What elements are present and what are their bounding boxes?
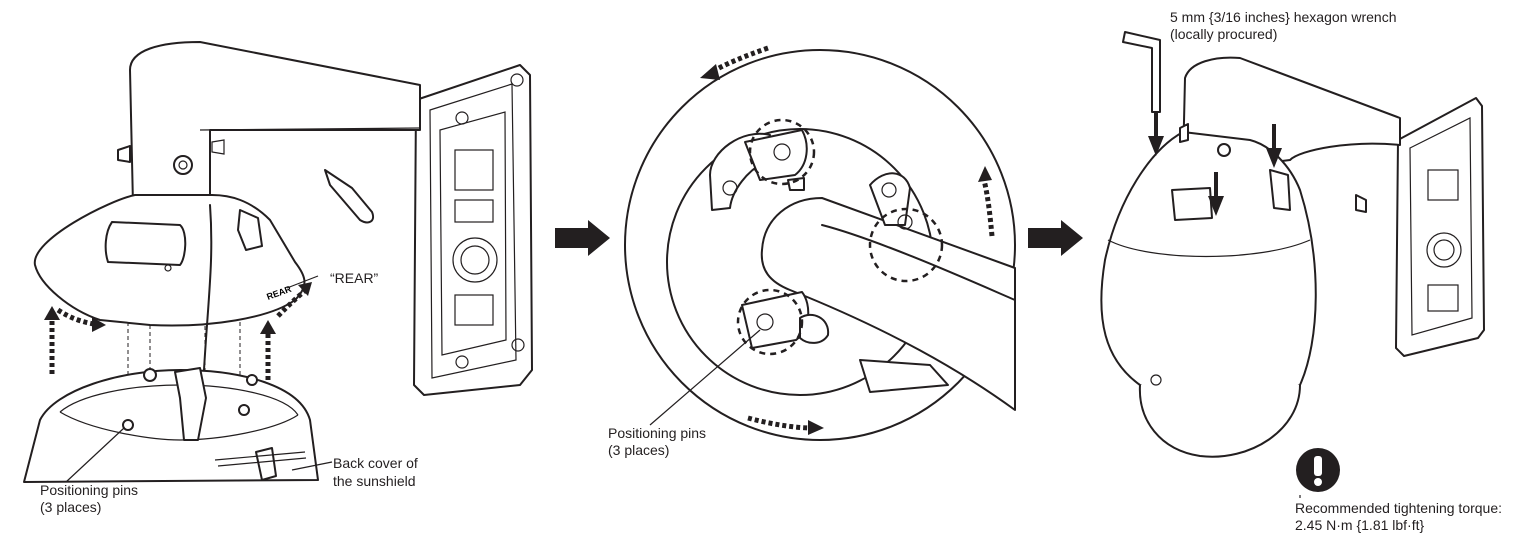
step1-camera-base: [23, 367, 319, 483]
step3-mount-bracket: [1395, 97, 1485, 357]
step1-rear-label: “REAR”: [330, 270, 379, 286]
step3-screw-arrows: [1148, 112, 1282, 216]
step1-back-cover-label-line1: Back cover of: [333, 455, 418, 471]
step1-back-cover-label-line2: the sunshield: [333, 473, 416, 489]
right-arrow-icon: [1028, 220, 1083, 256]
step3-wrench-label-line1: 5 mm {3/16 inches} hexagon wrench: [1170, 9, 1397, 25]
step3-torque-label-line2: 2.45 N·m {1.81 lbf·ft}: [1295, 517, 1425, 533]
step2-arm: [760, 197, 1016, 411]
step2-pin-highlights: [736, 118, 944, 356]
step1-pins-label-line2: (3 places): [40, 499, 102, 515]
step2-leaders: [649, 329, 761, 426]
right-arrow-icon: [555, 220, 610, 256]
step1-arm: [117, 41, 421, 206]
step3-torque-label-line1: Recommended tightening torque:: [1295, 500, 1503, 516]
step1-mount-bracket: [413, 64, 533, 396]
step2-pins-label-line2: (3 places): [608, 442, 670, 458]
step2-rotation-arrows: [700, 45, 995, 435]
step1-rotation-arrows: [44, 282, 312, 380]
step3-arm-and-housing: [1100, 56, 1401, 458]
step1-pins-label-line1: Positioning pins: [40, 482, 139, 498]
step2-pins-label-line1: Positioning pins: [608, 425, 707, 441]
step3-caution: [1296, 448, 1340, 492]
step1-leaders: [65, 275, 333, 483]
step2-fittings: [709, 129, 913, 349]
step1-sunshield: REAR: [33, 169, 374, 327]
step3-wrench-label-line2: (locally procured): [1170, 26, 1278, 42]
step3-hex-wrench: [1122, 31, 1161, 113]
